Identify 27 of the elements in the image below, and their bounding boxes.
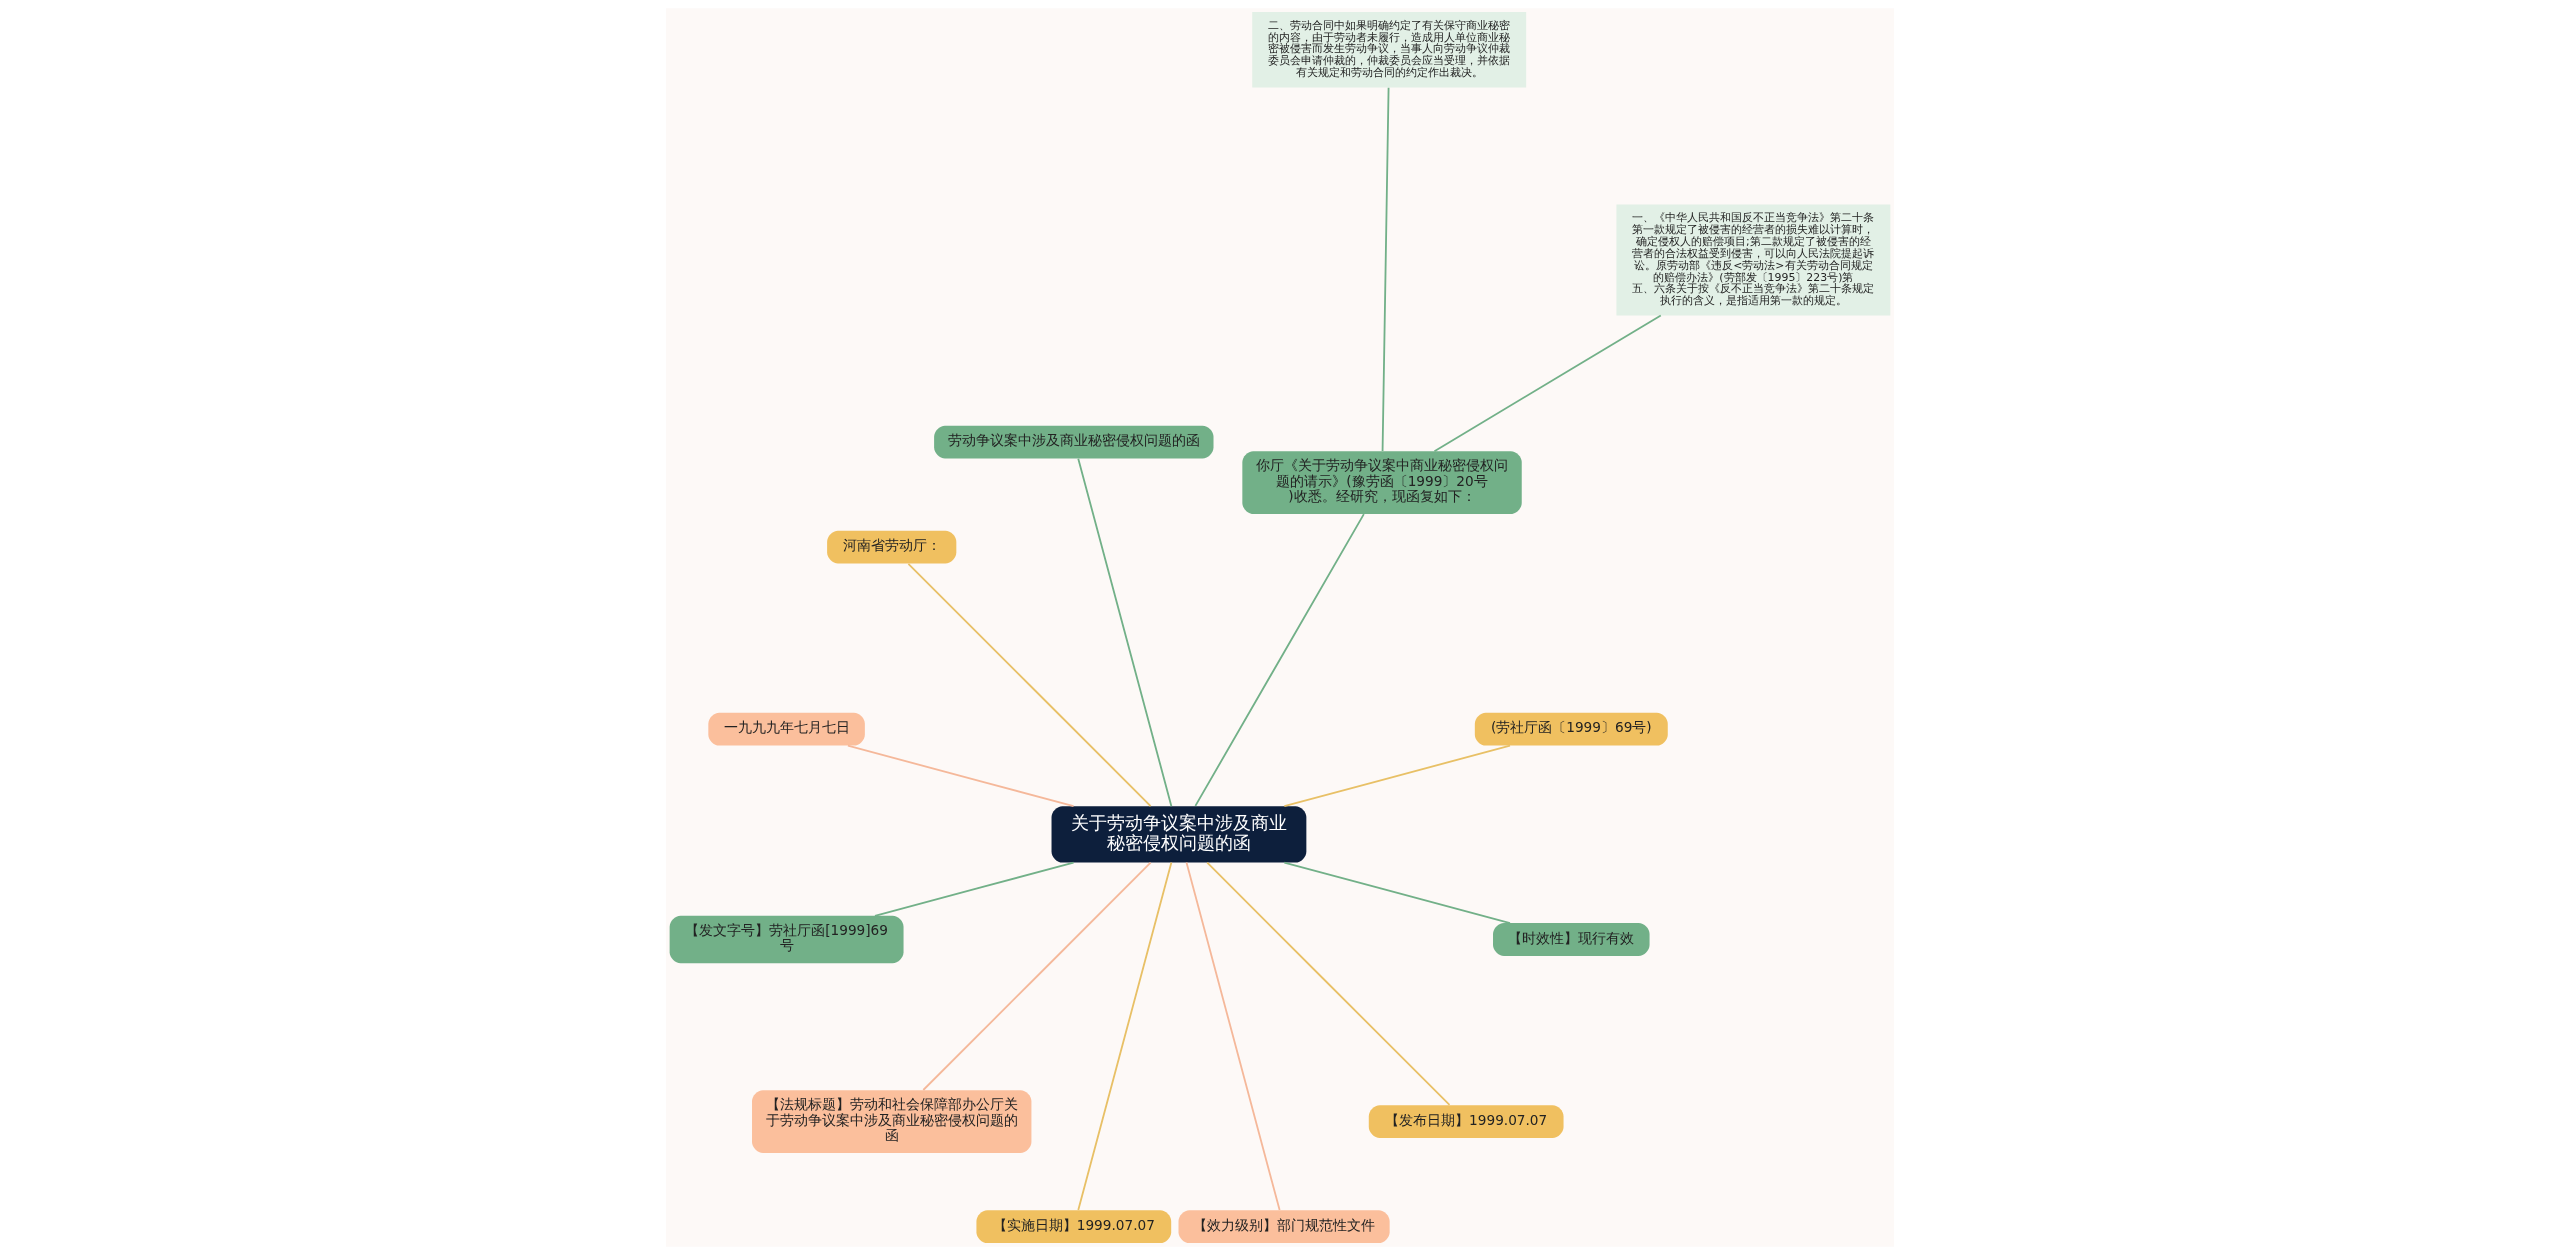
node-box: 【发布日期】1999.07.07 (1368, 1105, 1564, 1138)
node-box: 【效力级别】部门规范性文件 (1178, 1210, 1390, 1244)
node-box: 关于劳动争议案中涉及商业秘密侵权问题的函 (1051, 806, 1307, 863)
connector (1381, 86, 1390, 453)
connector (907, 562, 1152, 807)
connector (1283, 861, 1511, 924)
connector (874, 861, 1075, 917)
connector (1206, 861, 1451, 1106)
node-box: 【发文字号】劳社厅函[1999]69号 (669, 915, 904, 964)
connector (1185, 861, 1281, 1211)
connector (922, 861, 1152, 1091)
connector (1194, 513, 1365, 807)
node-box: 一、《中华人民共和国反不正当竞争法》第二十条第一款规定了被侵害的经营者的损失难以计算时，确定侵权人的赔偿项目;第二款规定了被侵害的经营者的合法权益受到侵害，可以向人民法院提起诉讼。原劳动部《违反<劳动法>有关劳动合同规定的赔偿办法》(劳部发〔1995〕223号)第五、六条关于按《反不正当竞争法》第二十条规定执行的含义，是指适用第一款的规定。 (1616, 204, 1891, 316)
node-box: 河南省劳动厅： (827, 530, 957, 564)
connector (1433, 314, 1662, 453)
node-box: 【法规标题】劳动和社会保障部办公厅关于劳动争议案中涉及商业秘密侵权问题的函 (752, 1090, 1032, 1153)
node-box: 一九九九年七月七日 (708, 712, 865, 746)
connector (1077, 457, 1173, 808)
connector (1283, 744, 1511, 808)
node-box: 二、劳动合同中如果明确约定了有关保守商业秘密的内容，由于劳动者未履行，造成用人单位商业秘密被侵害而发生劳动争议，当事人向劳动争议仲裁委员会申请仲裁的，仲裁委员会应当受理，并依据有关规定和劳动合同的约定作出裁决。 (1252, 11, 1527, 88)
node-box: 【实施日期】1999.07.07 (976, 1210, 1172, 1244)
node-box: 劳动争议案中涉及商业秘密侵权问题的函 (934, 425, 1214, 459)
node-box: (劳社厅函〔1999〕69号) (1474, 712, 1668, 746)
connector (846, 744, 1075, 808)
node-box: 【时效性】现行有效 (1493, 923, 1650, 956)
node-box: 你厅《关于劳动争议案中商业秘密侵权问题的请示》(豫劳函〔1999〕20号)收悉。经研究，现函复如下： (1242, 451, 1522, 514)
connector (1077, 861, 1173, 1211)
